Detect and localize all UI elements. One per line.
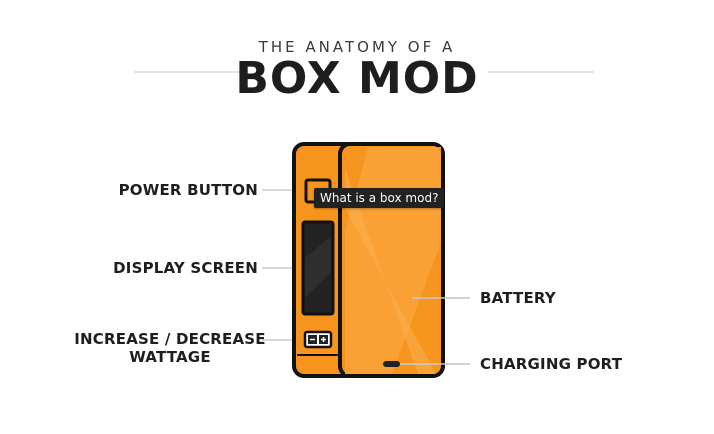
title-rule-right [488, 71, 594, 73]
page-title: BOX MOD [235, 53, 479, 104]
label-charging-port: CHARGING PORT [480, 355, 623, 373]
label-display-screen: DISPLAY SCREEN [113, 259, 258, 277]
label-power-button: POWER BUTTON [118, 181, 258, 199]
label-wattage-line1: INCREASE / DECREASE [74, 330, 266, 348]
label-battery: BATTERY [480, 289, 556, 307]
label-wattage-line2: WATTAGE [129, 348, 211, 366]
display-screen-glare [305, 236, 331, 298]
charging-port-icon [383, 361, 400, 367]
title-kicker: THE ANATOMY OF A [258, 38, 456, 56]
box-mod-tooltip: What is a box mod? [314, 188, 445, 208]
title-rule-left [134, 71, 242, 73]
